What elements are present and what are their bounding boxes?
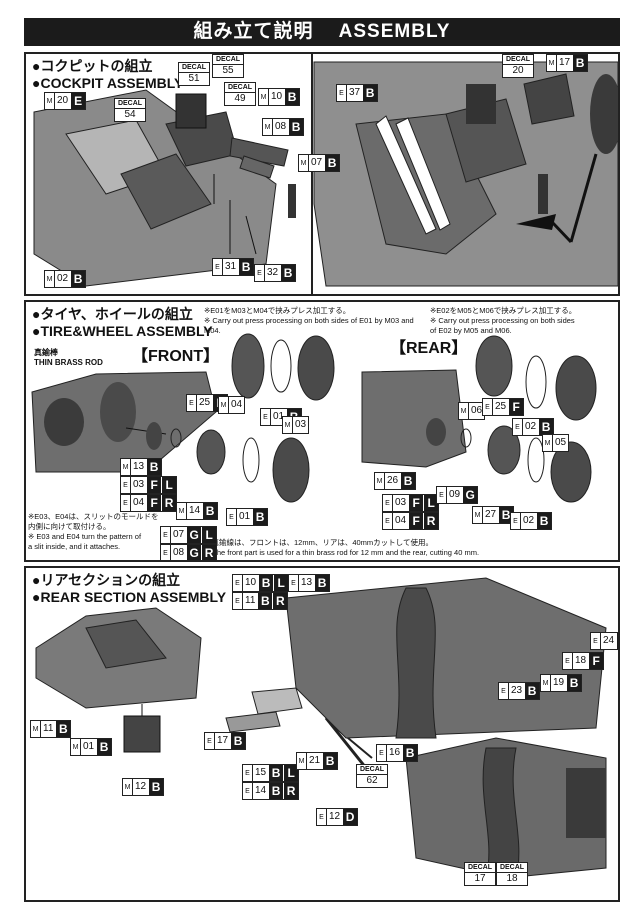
page-header: 組み立て説明 ASSEMBLY — [24, 18, 620, 46]
tire-title-en: ●TIRE&WHEEL ASSEMBLY — [32, 323, 213, 339]
rear-title: ●リアセクションの組立 ●REAR SECTION ASSEMBLY — [32, 572, 226, 606]
cockpit-illustration — [33, 61, 618, 287]
cockpit-title: ●コクピットの組立 ●COCKPIT ASSEMBLY — [32, 58, 183, 92]
note-rod: ※真鍮線は、フロントは、12mm、リアは、40mmカットして使用。※ The f… — [204, 538, 480, 557]
front-label: 【FRONT】 — [132, 348, 220, 365]
note-slit: ※E03、E04は、スリットのモールドを内側に向けて取付ける。※ E03 and… — [28, 512, 159, 551]
header-title-en: ASSEMBLY — [338, 21, 451, 42]
cockpit-divider — [311, 54, 313, 294]
rear-label: 【REAR】 — [390, 340, 468, 357]
note-rear: ※E02をM05とM06で挟みプレス加工する。※ Carry out press… — [430, 306, 577, 335]
rear-title-en: ●REAR SECTION ASSEMBLY — [32, 589, 227, 605]
header-title-jp: 組み立て説明 — [193, 21, 314, 42]
tire-wheel-panel: ●タイヤ、ホイールの組立 ●TIRE&WHEEL ASSEMBLY 【FRONT… — [24, 300, 620, 562]
rear-section-illustration — [35, 577, 607, 879]
tire-wheel-illustration — [31, 333, 597, 503]
cockpit-title-en: ●COCKPIT ASSEMBLY — [32, 75, 184, 91]
cockpit-title-jp: ●コクピットの組立 — [32, 58, 153, 74]
tire-title: ●タイヤ、ホイールの組立 ●TIRE&WHEEL ASSEMBLY — [32, 306, 213, 340]
rear-title-jp: ●リアセクションの組立 — [32, 572, 181, 588]
tire-title-jp: ●タイヤ、ホイールの組立 — [32, 306, 193, 322]
note-front: ※E01をM03とM04で挟みプレス加工する。※ Carry out press… — [204, 306, 414, 335]
part-tag: E24F — [590, 632, 618, 650]
